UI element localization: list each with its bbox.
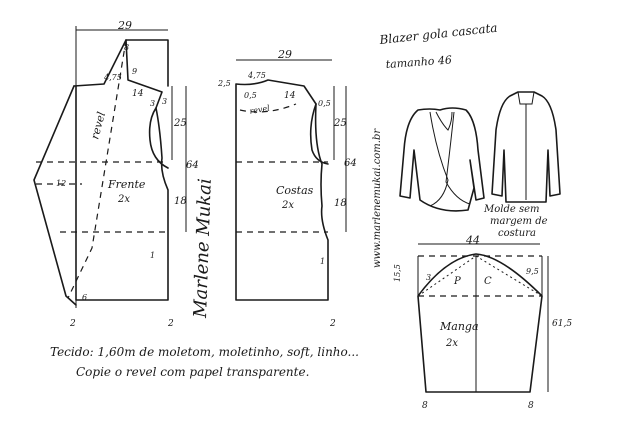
back-armhole <box>309 103 329 165</box>
back-neck-left: 2,5 <box>217 79 231 88</box>
front-revel-dashed <box>67 39 127 299</box>
front-length-total: 64 <box>186 160 199 171</box>
blazer-front-sketch <box>399 107 485 212</box>
mold-note-2: margem de <box>490 216 548 227</box>
sleeve-cap-height: 15,5 <box>393 264 402 282</box>
front-shoulder-len: 14 <box>132 89 144 99</box>
front-outline <box>75 39 169 301</box>
sleeve-width-label: 44 <box>465 234 480 247</box>
sleeve-hem-right: 8 <box>528 401 534 411</box>
front-collar-side: 9 <box>132 67 137 76</box>
front-count: 2x <box>117 194 130 205</box>
revel-note: Copie o revel com papel transparente. <box>76 365 309 379</box>
front-piece: 29 revel 4,75 8 9 3 14 3 12 6 1 25 64 18… <box>33 19 199 329</box>
front-dart: 1 <box>150 251 155 260</box>
back-neck-inner: 0,5 <box>244 91 257 100</box>
front-revel-label: revel <box>88 110 108 141</box>
title-line-2: tamanho 46 <box>385 53 452 71</box>
front-revel-outline <box>33 85 77 306</box>
front-width-label: 29 <box>117 19 132 32</box>
back-width-label: 29 <box>277 48 292 61</box>
front-neck-line <box>73 39 127 87</box>
front-neck-drop: 3 <box>162 97 167 106</box>
front-hem-small: 6 <box>82 293 87 302</box>
title-block: Blazer gola cascata tamanho 46 <box>378 21 498 71</box>
front-revel-width: 12 <box>56 179 66 188</box>
front-label: Frente <box>107 178 146 191</box>
signature: Marlene Mukai <box>190 178 216 319</box>
front-waist-len: 18 <box>174 196 187 207</box>
front-hem-right: 2 <box>167 319 174 329</box>
front-collar-top: 8 <box>124 43 129 52</box>
back-shoulder-small: 4,75 <box>247 71 266 80</box>
blazer-back-sketch <box>491 91 561 203</box>
sleeve-outline <box>417 253 543 393</box>
back-hem-right: 2 <box>329 319 336 329</box>
sleeve-front-label: C <box>484 276 492 287</box>
sleeve-cap-right: 9,5 <box>526 267 539 276</box>
front-shoulder-small: 4,75 <box>103 73 122 82</box>
back-length-total: 64 <box>344 158 357 169</box>
sleeve-label: Manga <box>439 320 479 333</box>
mold-note-3: costura <box>498 228 536 239</box>
sleeve-count: 2x <box>445 338 458 349</box>
back-shoulder-len: 14 <box>284 91 296 101</box>
front-armhole-depth: 25 <box>173 118 187 129</box>
title-line-1: Blazer gola cascata <box>378 21 498 47</box>
back-piece: 29 revel 4,75 2,5 0,5 14 0,5 1 25 64 18 … <box>217 48 357 329</box>
front-armhole <box>148 107 169 169</box>
back-armhole-depth: 25 <box>333 118 347 129</box>
back-shoulder-right: 0,5 <box>318 99 331 108</box>
back-dart: 1 <box>320 257 325 266</box>
mold-note-1: Molde sem <box>483 204 540 215</box>
back-outline <box>235 79 329 301</box>
front-hem-left: 2 <box>69 319 76 329</box>
website: www.marlenemukai.com.br <box>372 128 383 268</box>
sleeve-hem-left: 8 <box>422 401 428 411</box>
sleeve-cap-left: 3 <box>426 273 431 282</box>
sleeve-back-label: P <box>453 276 461 287</box>
sleeve-piece: 44 15,5 3 9,5 P C 61,5 8 8 Manga 2x <box>393 234 572 411</box>
front-shoulder-drop: 3 <box>150 99 155 108</box>
back-count: 2x <box>281 200 294 211</box>
fabric-note: Tecido: 1,60m de moletom, moletinho, sof… <box>50 345 359 359</box>
back-revel-line <box>239 103 297 113</box>
back-label: Costas <box>276 184 314 197</box>
back-revel-label: revel <box>249 103 271 115</box>
back-waist-len: 18 <box>334 198 347 209</box>
sleeve-length: 61,5 <box>552 319 572 329</box>
